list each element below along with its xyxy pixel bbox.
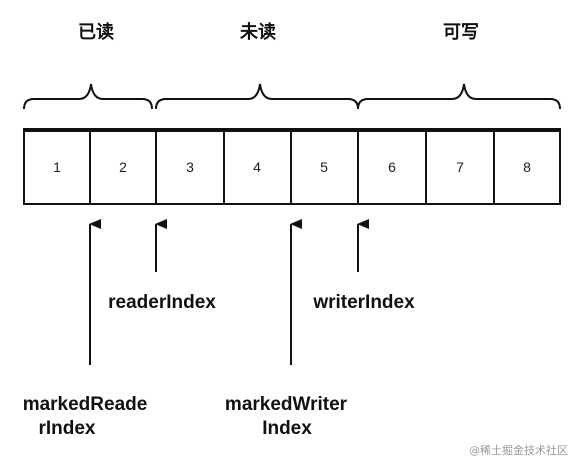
cell-2: 2	[119, 159, 127, 175]
cell-8: 8	[523, 159, 531, 175]
cell-4: 4	[253, 159, 261, 175]
cell-7: 7	[456, 159, 464, 175]
region-label-writable: 可写	[443, 22, 479, 43]
brace-read	[23, 83, 153, 110]
watermark: @稀土掘金技术社区	[469, 443, 568, 457]
marked-reader-index-label-line2: rIndex	[38, 418, 95, 439]
writer-index-label: writerIndex	[312, 292, 415, 313]
region-label-read: 已读	[78, 21, 114, 43]
cell-1: 1	[53, 159, 61, 175]
cell-6: 6	[388, 159, 396, 175]
brace-writable	[357, 83, 561, 110]
marked-writer-index-label-line1: markedWriter	[225, 394, 348, 415]
buffer: 1 2 3 4 5 6 7 8	[23, 128, 561, 205]
cell-3: 3	[186, 159, 194, 175]
brace-unread	[155, 83, 359, 110]
marked-reader-index-label-line1: markedReade	[23, 394, 148, 415]
reader-index-label: readerIndex	[108, 292, 216, 313]
cell-5: 5	[320, 159, 328, 175]
marked-writer-index-label-line2: Index	[262, 418, 312, 439]
region-label-unread: 未读	[240, 21, 276, 43]
